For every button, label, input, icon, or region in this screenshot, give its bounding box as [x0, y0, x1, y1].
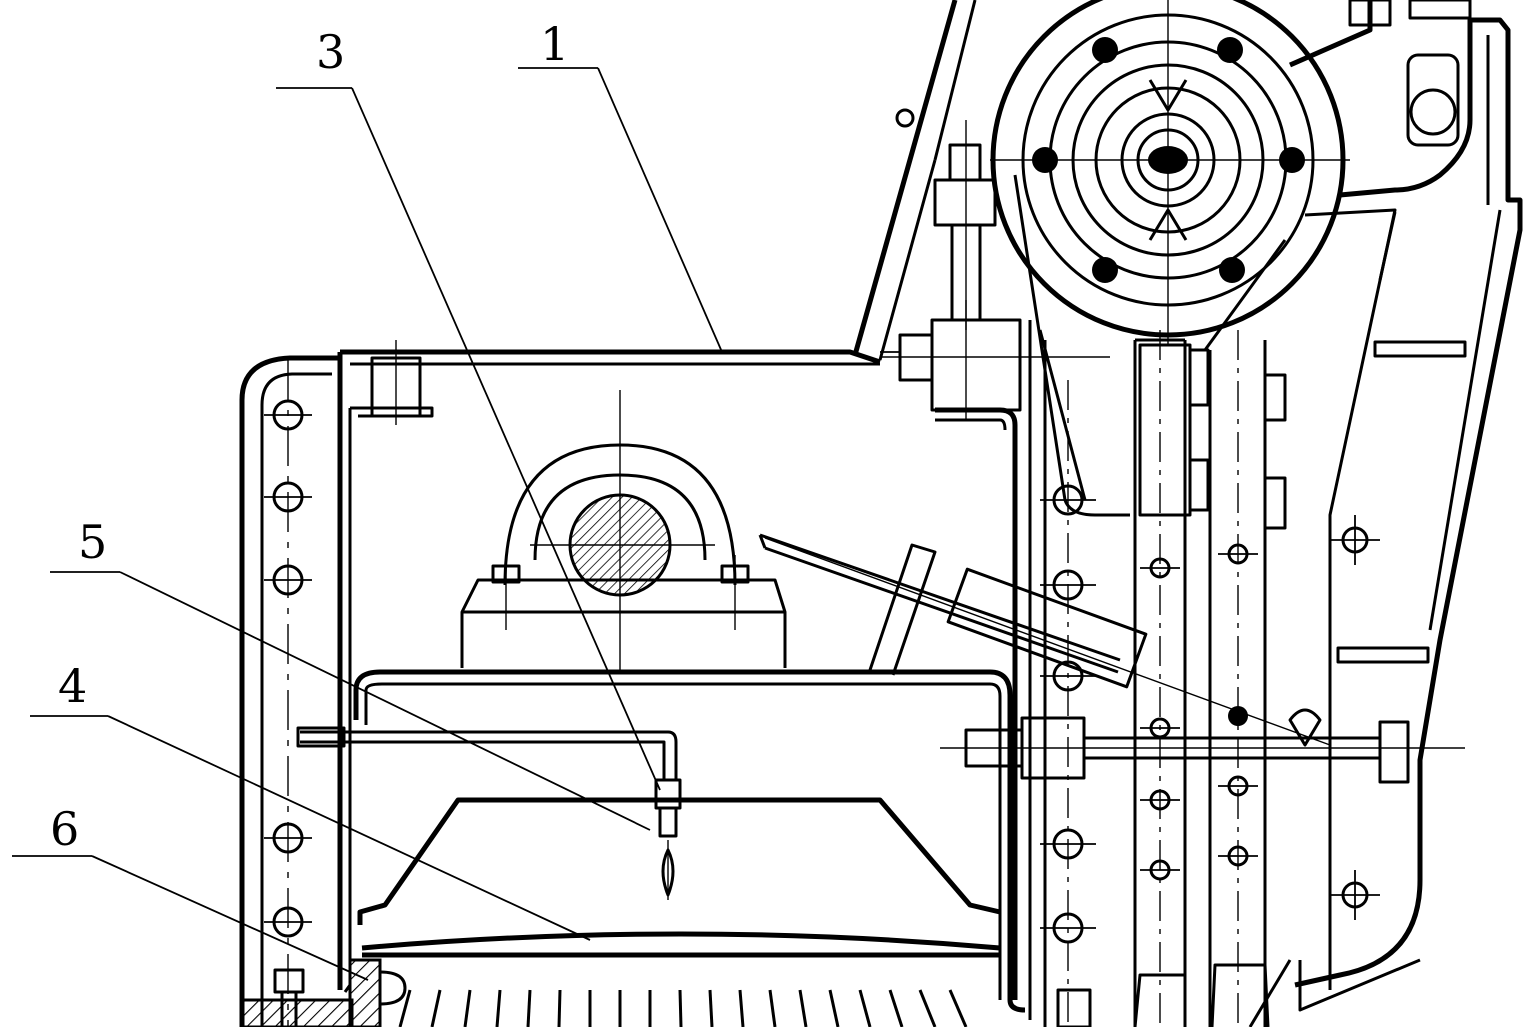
callout-5: 5 — [78, 515, 107, 569]
callout-labels: 1 3 5 4 6 — [50, 17, 569, 856]
connecting-links — [1133, 330, 1287, 1027]
guide-rod — [758, 533, 1331, 746]
bearing-pedestal — [460, 390, 787, 670]
brush-fringe — [398, 989, 968, 1027]
right-swing-arm — [1248, 0, 1523, 1027]
tension-bracket — [880, 120, 1110, 1000]
dust-filter-chamber — [296, 669, 1026, 1027]
cross-shaft — [940, 708, 1465, 784]
plate-bolt-holes — [1028, 320, 1096, 1027]
lower-link-ends — [1133, 963, 1270, 1027]
callout-leaders — [12, 67, 723, 981]
drive-pulley — [990, 0, 1350, 517]
callout-4: 4 — [58, 659, 87, 713]
callout-6: 6 — [50, 802, 79, 856]
callout-3: 3 — [316, 25, 345, 79]
left-bolt-hole-column — [264, 399, 312, 938]
feed-chute — [852, 0, 977, 361]
left-housing-frame — [239, 340, 881, 1027]
callout-1: 1 — [540, 17, 569, 71]
